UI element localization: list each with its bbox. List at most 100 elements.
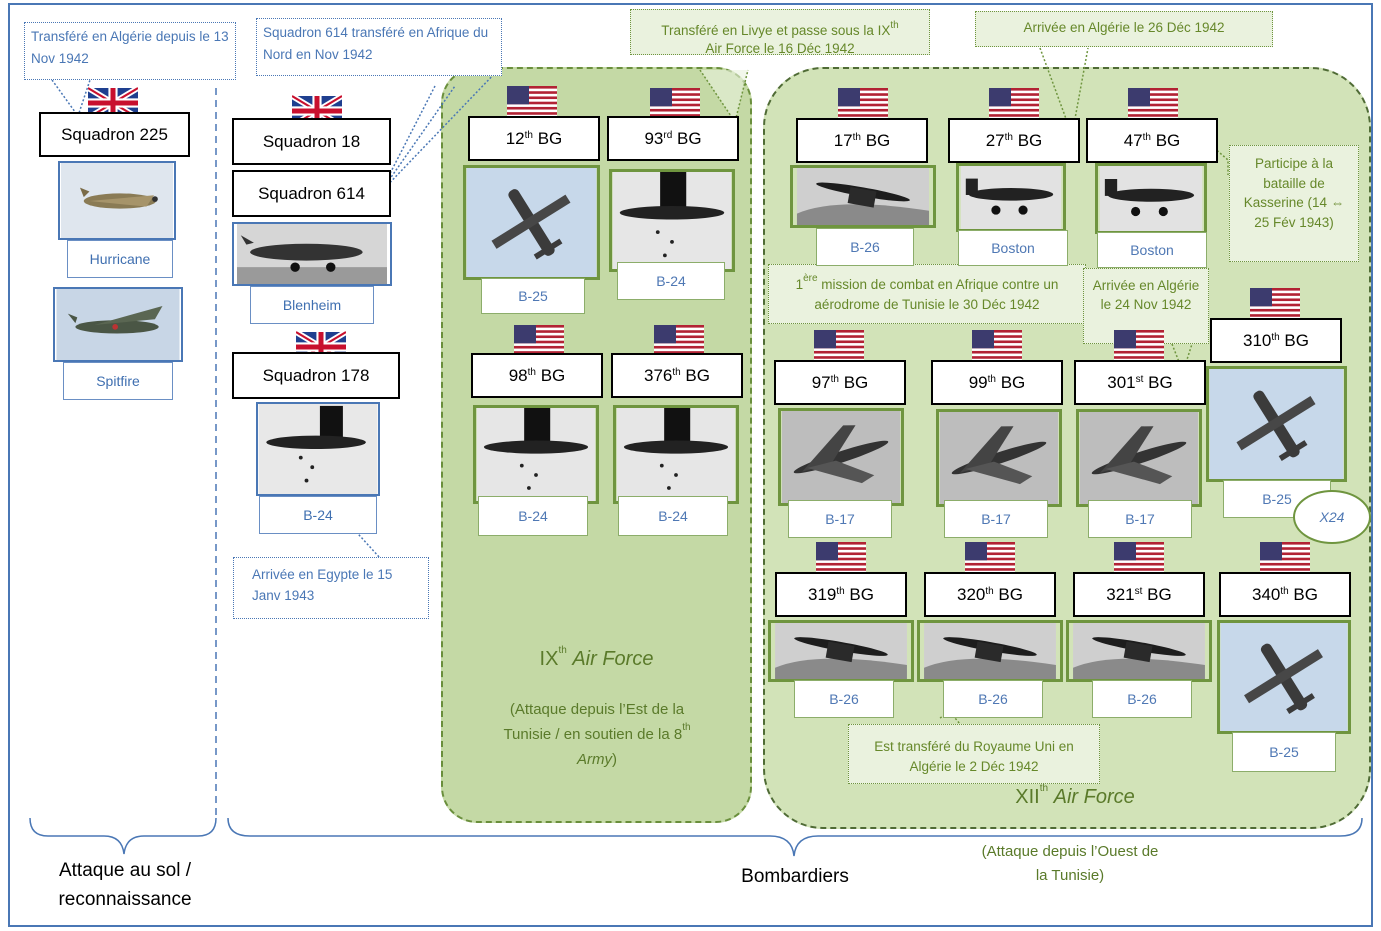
us-flag-icon <box>989 88 1039 122</box>
bomb-group-98-photo <box>473 405 599 504</box>
us-flag-icon <box>1128 88 1178 122</box>
ix-air-force-description: (Attaque depuis l’Est de la Tunisie / en… <box>503 701 691 768</box>
bombardiers-label: Bombardiers <box>741 866 849 887</box>
b24-plane-icon <box>616 408 736 501</box>
us-flag-icon <box>838 88 888 122</box>
bomb-group-47-plane-label: Boston <box>1097 232 1207 268</box>
b25-plane-icon <box>466 168 597 277</box>
us-flag-icon <box>1128 88 1178 122</box>
b26-plane-icon <box>924 623 1056 679</box>
b25-plane-icon <box>1220 623 1348 731</box>
us-flag-icon <box>507 86 557 120</box>
us-flag-icon <box>1250 288 1300 322</box>
us-flag-icon <box>1114 542 1164 576</box>
b26-plane-icon <box>796 168 930 225</box>
b25-plane-icon <box>1209 369 1344 479</box>
spitfire-photo <box>53 287 183 362</box>
x24-badge: X24 <box>1293 490 1371 544</box>
bomb-group-301-photo <box>1076 409 1202 507</box>
xii-air-force-title: XIIth Air Force <box>1015 783 1135 808</box>
attaque-au-sol-label: Attaque au sol / reconnaissance <box>58 860 192 911</box>
us-flag-icon <box>1260 542 1310 576</box>
spitfire-label: Spitfire <box>63 362 173 400</box>
bomb-group-17-photo <box>790 165 936 228</box>
bomb-group-310-photo <box>1206 366 1347 482</box>
us-flag-icon <box>1250 288 1300 322</box>
us-flag-icon <box>965 542 1015 576</box>
bomb-group-47-photo <box>1095 163 1207 234</box>
bomb-group-97-photo <box>778 408 904 506</box>
bomb-group-376-plane-label: B-24 <box>618 496 728 536</box>
bomb-group-340-plane-label: B-25 <box>1232 732 1336 772</box>
us-flag-icon <box>1114 330 1164 364</box>
squadron-18-box: Squadron 18 <box>232 118 391 165</box>
b24-plane-icon <box>612 172 732 269</box>
us-flag-icon <box>965 542 1015 576</box>
squadron-178-box: Squadron 178 <box>232 352 400 399</box>
us-flag-icon <box>972 330 1022 364</box>
bomb-group-12-photo <box>463 165 600 280</box>
bomb-group-321-plane-label: B-26 <box>1092 680 1192 718</box>
us-flag-icon <box>972 330 1022 364</box>
blenheim-photo <box>232 222 392 286</box>
us-flag-icon <box>814 330 864 364</box>
us-flag-icon <box>1260 542 1310 576</box>
callout-royaume-uni: Est transféré du Royaume Uni en Algérie … <box>848 724 1100 784</box>
callout-kasserine: Participe à la bataille de Kasserine (14… <box>1229 145 1359 262</box>
us-flag-icon <box>507 86 557 120</box>
squadron-225-box: Squadron 225 <box>39 112 190 157</box>
bomb-group-320-photo <box>917 620 1063 682</box>
bomb-group-93-photo <box>609 169 735 272</box>
callout-egypte: Arrivée en Egypte le 15 Janv 1943 <box>233 557 429 619</box>
bomb-group-17-plane-label: B-26 <box>816 228 914 266</box>
boston-plane-icon <box>960 166 1062 229</box>
us-flag-icon <box>816 542 866 576</box>
b24-photo <box>256 402 380 496</box>
bomb-group-301-plane-label: B-17 <box>1088 500 1192 538</box>
hurricane-label: Hurricane <box>67 240 173 278</box>
us-flag-icon <box>1114 542 1164 576</box>
b17-plane-icon <box>781 411 901 503</box>
bomb-group-320-plane-label: B-26 <box>943 680 1043 718</box>
callout-first-mission: 1ère mission de combat en Afrique contre… <box>768 264 1086 324</box>
bomb-group-12-plane-label: B-25 <box>481 278 585 314</box>
bomb-group-98-plane-label: B-24 <box>478 496 588 536</box>
squadron-614-box: Squadron 614 <box>232 170 391 217</box>
bomb-group-321-photo <box>1066 620 1212 682</box>
bomb-group-376-photo <box>613 405 739 504</box>
bomb-group-93-plane-label: B-24 <box>617 262 725 300</box>
b24-plane-icon <box>476 408 596 501</box>
b17-plane-icon <box>1079 412 1199 504</box>
us-flag-icon <box>989 88 1039 122</box>
callout-algerie-225: Transféré en Algérie depuis le 13 Nov 19… <box>24 22 236 80</box>
us-flag-icon <box>838 88 888 122</box>
bomb-group-27-photo <box>956 163 1066 232</box>
bomb-group-340-photo <box>1217 620 1351 734</box>
diagram-frame <box>8 3 1373 927</box>
callout-algerie-27: Arrivée en Algérie le 26 Déc 1942 <box>975 11 1273 47</box>
bomb-group-27-plane-label: Boston <box>958 230 1068 266</box>
bomb-group-97-plane-label: B-17 <box>788 500 892 538</box>
hurricane-photo <box>58 161 176 240</box>
us-flag-icon <box>814 330 864 364</box>
ix-air-force-title: IXth Air Force <box>539 645 654 670</box>
b17-plane-icon <box>939 412 1059 504</box>
b24-label: B-24 <box>259 496 377 534</box>
xii-air-force-description: (Attaque depuis l’Ouest de la Tunisie) <box>981 843 1159 884</box>
bomb-group-319-plane-label: B-26 <box>794 680 894 718</box>
